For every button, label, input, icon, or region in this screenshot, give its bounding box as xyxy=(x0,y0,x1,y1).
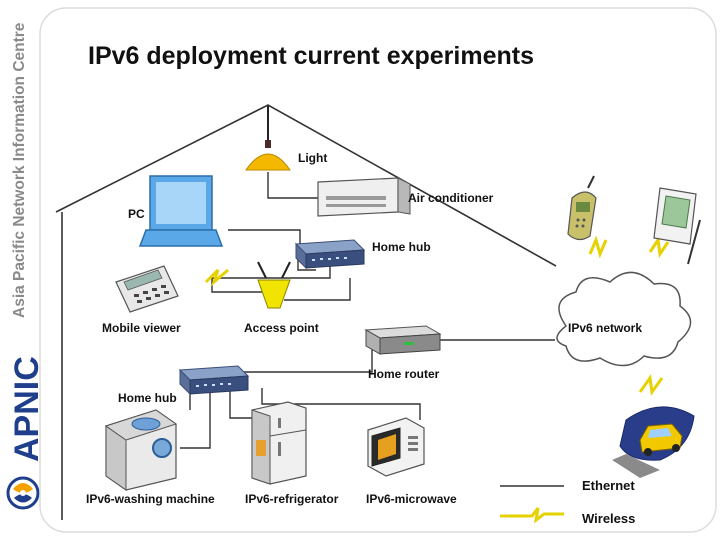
sidebar-graphics: Asia Pacific Network Information Centre … xyxy=(6,22,46,510)
apnic-logo-icon xyxy=(6,476,40,510)
cell-phone-icon xyxy=(567,175,597,241)
title-panel xyxy=(39,7,717,533)
mobile-viewer-label: Mobile viewer xyxy=(102,321,181,335)
wireless-links xyxy=(204,235,670,396)
ethernet-wires xyxy=(180,172,555,449)
ipv6-network-label: IPv6 network xyxy=(568,321,642,335)
legend-wireless-label: Wireless xyxy=(582,511,635,526)
air-conditioner-icon xyxy=(317,177,411,217)
washing-machine-label: IPv6-washing machine xyxy=(86,492,215,506)
ceiling-light-icon xyxy=(245,106,291,171)
home-hub-top-label: Home hub xyxy=(372,240,431,254)
access-point-label: Access point xyxy=(244,321,319,335)
car-icon xyxy=(612,406,695,478)
microwave-icon xyxy=(367,417,425,477)
air-conditioner-label: Air conditioner xyxy=(408,191,494,205)
legend-ethernet-label: Ethernet xyxy=(582,478,635,493)
pc-label: PC xyxy=(128,207,145,221)
access-point-icon xyxy=(257,261,291,309)
pda-icon xyxy=(653,187,701,265)
legend-wireless-line xyxy=(500,507,564,524)
pc-icon xyxy=(138,175,224,247)
home-router-icon xyxy=(364,325,442,355)
washing-machine-icon xyxy=(104,409,178,491)
ipv6-network-cloud-icon xyxy=(556,271,692,367)
house-outline xyxy=(55,104,557,267)
refrigerator-icon xyxy=(251,401,307,485)
home-hub-bottom-icon xyxy=(178,365,250,396)
home-hub-bottom-label: Home hub xyxy=(118,391,177,405)
org-name: Asia Pacific Network Information Centre xyxy=(11,22,28,318)
home-hub-top-icon xyxy=(294,239,366,270)
slide-title: IPv6 deployment current experiments xyxy=(88,42,534,70)
mobile-viewer-icon xyxy=(115,265,179,313)
refrigerator-label: IPv6-refrigerator xyxy=(245,492,339,506)
microwave-label: IPv6-microwave xyxy=(366,492,457,506)
legend: Ethernet Wireless xyxy=(500,478,635,526)
home-router-label: Home router xyxy=(368,367,440,381)
light-label: Light xyxy=(298,151,327,165)
